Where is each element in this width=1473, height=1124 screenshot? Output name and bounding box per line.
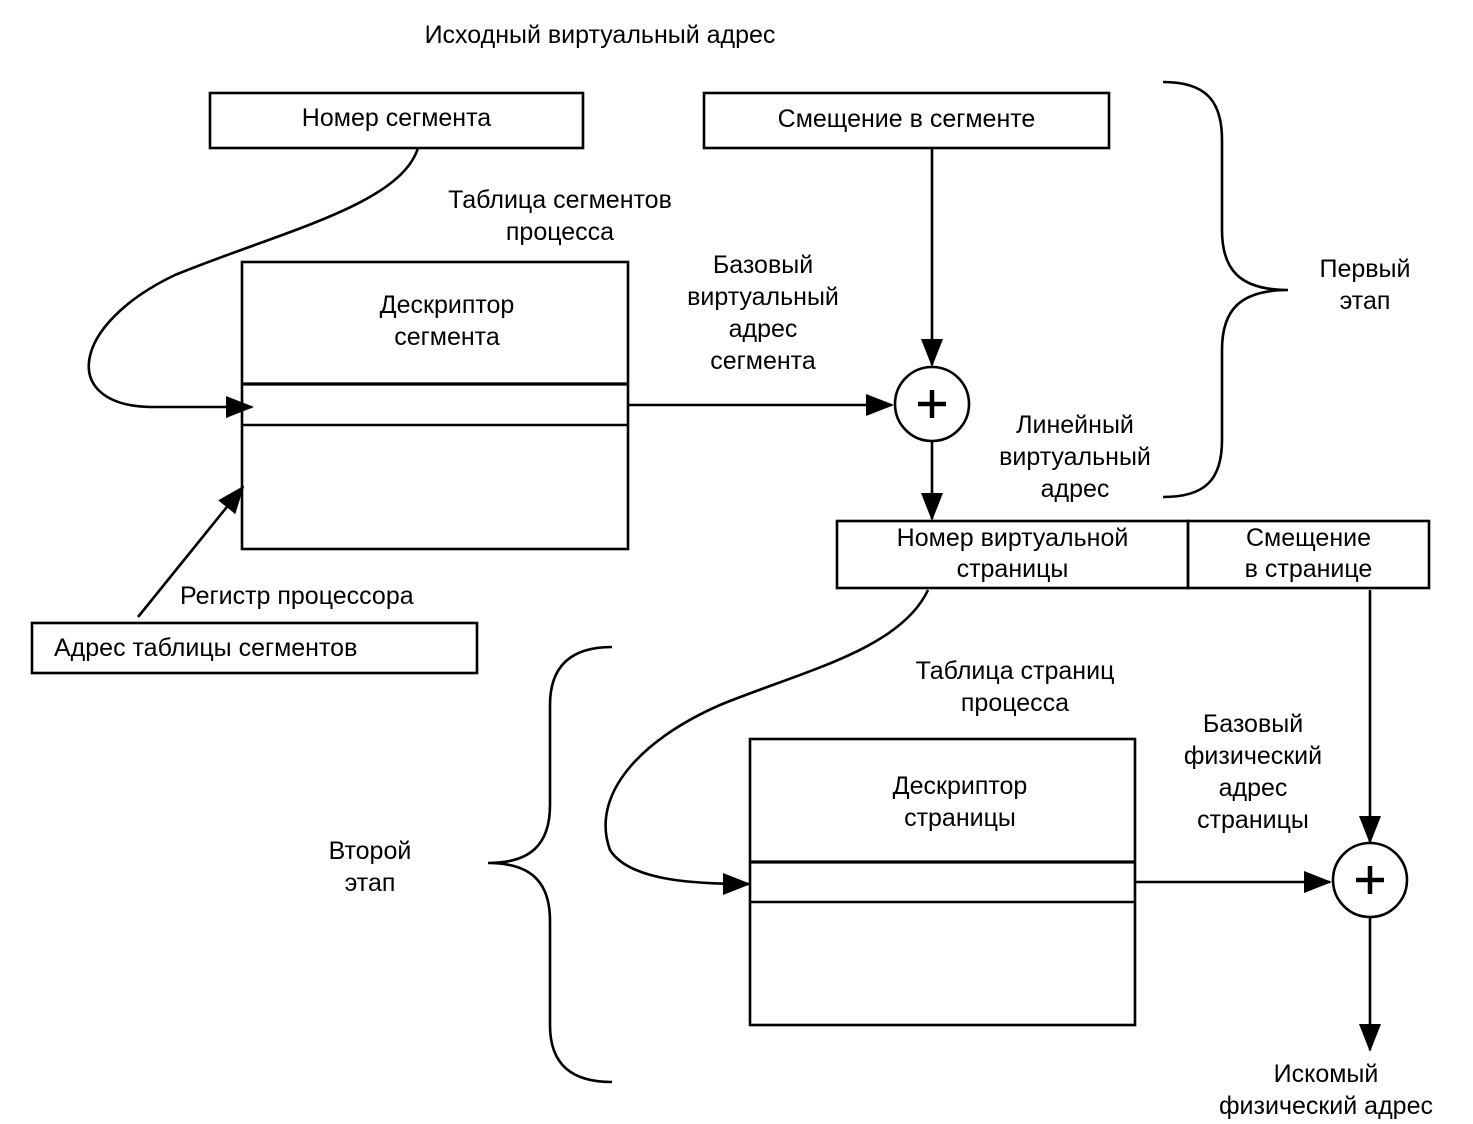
segment-number-label: Номер сегмента: [301, 104, 492, 132]
first-stage-label: Первый этап: [1319, 255, 1411, 315]
page-table-caption: Таблица страниц процесса: [915, 657, 1115, 717]
second-stage-brace: [487, 645, 613, 1084]
page-offset-label: Смещение в странице: [1244, 524, 1373, 583]
diagram-title: Исходный виртуальный адрес: [424, 21, 776, 49]
base-virtual-address-label: Базовый виртуальный адрес сегмента: [687, 251, 839, 375]
target-physical-address-label: Искомый физический адрес: [1218, 1060, 1433, 1120]
second-stage-label: Второй этап: [328, 837, 412, 897]
segment-table-address-box: [30, 621, 479, 675]
page-descriptor-label: Дескриптор страницы: [892, 772, 1028, 832]
linear-virtual-address-label: Линейный виртуальный адрес: [999, 411, 1151, 503]
segment-offset-label: Смещение в сегменте: [777, 105, 1036, 133]
segment-descriptor-label: Дескриптор сегмента: [379, 291, 515, 351]
virtual-page-arrow: [604, 589, 930, 895]
segment-table-address-label: Адрес таблицы сегментов: [54, 634, 358, 662]
segment-table-caption: Таблица сегментов процесса: [448, 186, 672, 246]
virtual-page-number-label: Номер виртуальной страницы: [896, 524, 1129, 583]
segment-number-box: [208, 91, 585, 150]
base-physical-address-label: Базовый физический адрес страницы: [1183, 710, 1323, 834]
processor-register-label: Регистр процессора: [180, 582, 414, 610]
segment-offset-box: [702, 91, 1111, 150]
segment-number-arrow: [87, 147, 420, 418]
register-arrow: [136, 485, 245, 618]
page-offset-box: [1186, 519, 1431, 590]
first-stage-brace: [1162, 80, 1289, 499]
